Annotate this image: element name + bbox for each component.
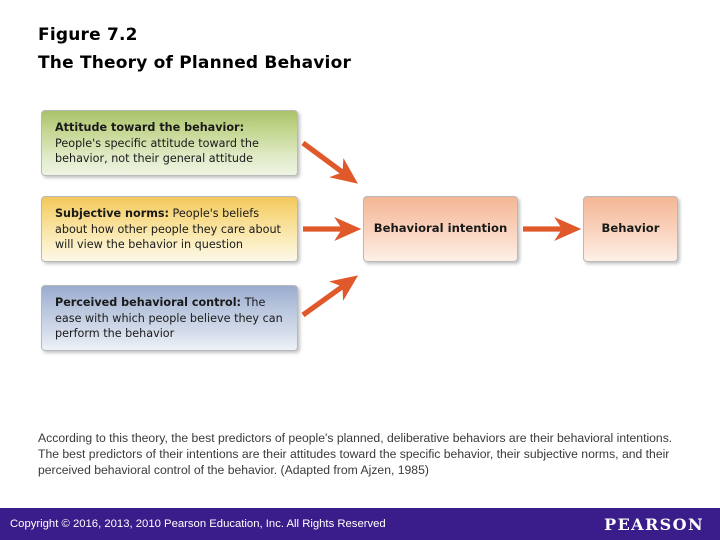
node-behavioral-intention[interactable]: Behavioral intention [363, 196, 518, 262]
node-behavior-label: Behavior [601, 221, 660, 236]
arrow-attitude-to-intention [301, 140, 359, 184]
figure-caption: According to this theory, the best predi… [38, 431, 673, 478]
theory-of-planned-behavior-diagram: Attitude toward the behavior: People's s… [41, 110, 678, 351]
node-subjective-norms[interactable]: Subjective norms: People's beliefs about… [41, 196, 298, 262]
node-behavioral-intention-label: Behavioral intention [373, 221, 508, 236]
node-subjective-body: People's beliefs about how other people … [55, 207, 281, 251]
arrow-perceived-to-intention [301, 275, 359, 318]
node-attitude-lead: Attitude toward the behavior: [55, 121, 245, 134]
figure-number: Figure 7.2 [38, 25, 138, 45]
node-perceived-body: The ease with which people believe they … [55, 296, 283, 340]
figure-title: The Theory of Planned Behavior [38, 53, 352, 73]
node-perceived-lead: Perceived behavioral control: [55, 296, 242, 309]
copyright-text: Copyright © 2016, 2013, 2010 Pearson Edu… [10, 518, 386, 530]
node-attitude-body: People's specific attitude toward the be… [55, 136, 259, 166]
page-title: Figure 7.2 The Theory of Planned Behavio… [38, 24, 678, 74]
pearson-logo: PEARSON [604, 514, 704, 534]
footer-bar: Copyright © 2016, 2013, 2010 Pearson Edu… [0, 508, 720, 540]
node-subjective-lead: Subjective norms: [55, 207, 169, 220]
node-behavior[interactable]: Behavior [583, 196, 678, 262]
node-perceived-behavioral-control[interactable]: Perceived behavioral control: The ease w… [41, 285, 298, 351]
node-attitude-toward-behavior[interactable]: Attitude toward the behavior: People's s… [41, 110, 298, 176]
